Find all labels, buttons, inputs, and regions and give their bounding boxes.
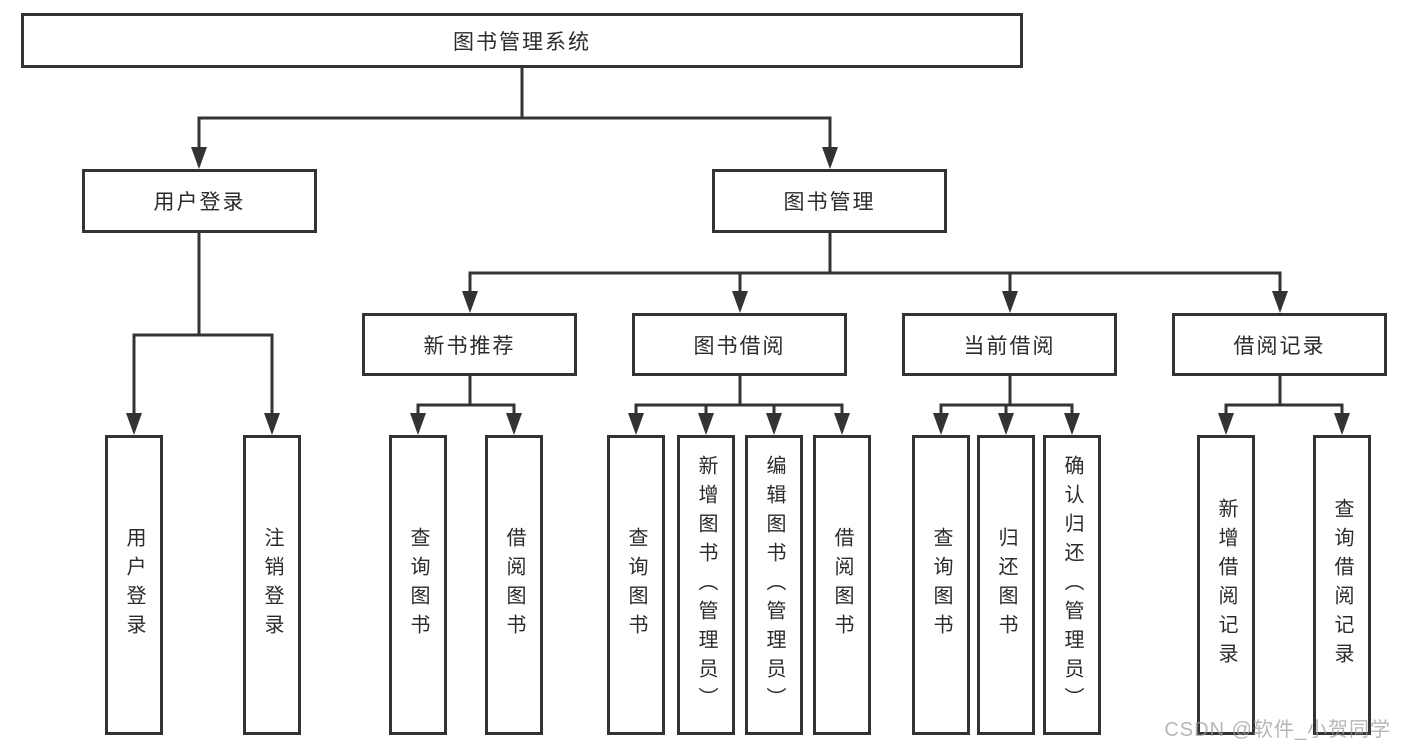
leaf-borrow-books: 借阅图书 bbox=[813, 435, 871, 735]
leaf-edit-books-admin: 编辑图书（管理员） bbox=[745, 435, 803, 735]
node-label: 查询图书 bbox=[625, 527, 647, 643]
node-label: 借阅图书 bbox=[831, 527, 853, 643]
node-label: 图书借阅 bbox=[693, 334, 786, 358]
node-user-login: 用户登录 bbox=[82, 169, 317, 233]
node-book-borrow: 图书借阅 bbox=[632, 313, 847, 376]
leaf-query-books-borrow: 查询图书 bbox=[607, 435, 665, 735]
leaf-logout: 注销登录 bbox=[243, 435, 301, 735]
leaf-add-borrow-record: 新增借阅记录 bbox=[1197, 435, 1255, 735]
node-label: 查询借阅记录 bbox=[1331, 498, 1353, 672]
leaf-borrow-books-recommend: 借阅图书 bbox=[485, 435, 543, 735]
leaf-confirm-return-admin: 确认归还（管理员） bbox=[1043, 435, 1101, 735]
node-label: 借阅记录 bbox=[1233, 334, 1326, 358]
node-label: 注销登录 bbox=[261, 527, 283, 643]
leaf-query-books-recommend: 查询图书 bbox=[389, 435, 447, 735]
node-label: 用户登录 bbox=[123, 527, 145, 643]
node-label: 新书推荐 bbox=[423, 334, 516, 358]
leaf-return-books: 归还图书 bbox=[977, 435, 1035, 735]
node-current-borrow: 当前借阅 bbox=[902, 313, 1117, 376]
node-label: 归还图书 bbox=[995, 527, 1017, 643]
arrowheads bbox=[126, 147, 1350, 435]
node-label: 当前借阅 bbox=[963, 334, 1056, 358]
leaf-add-books-admin: 新增图书（管理员） bbox=[677, 435, 735, 735]
node-label: 查询图书 bbox=[407, 527, 429, 643]
node-label: 图书管理系统 bbox=[453, 30, 591, 54]
leaf-query-borrow-record: 查询借阅记录 bbox=[1313, 435, 1371, 735]
node-label: 新增图书（管理员） bbox=[695, 454, 717, 716]
node-label: 查询图书 bbox=[930, 527, 952, 643]
leaf-user-login: 用户登录 bbox=[105, 435, 163, 735]
node-label: 编辑图书（管理员） bbox=[763, 454, 785, 716]
leaf-query-books-current: 查询图书 bbox=[912, 435, 970, 735]
node-root-system: 图书管理系统 bbox=[21, 13, 1023, 68]
node-label: 新增借阅记录 bbox=[1215, 498, 1237, 672]
node-label: 图书管理 bbox=[783, 191, 876, 214]
node-label: 用户登录 bbox=[153, 191, 246, 214]
node-book-management: 图书管理 bbox=[712, 169, 947, 233]
node-borrow-records: 借阅记录 bbox=[1172, 313, 1387, 376]
node-new-book-recommend: 新书推荐 bbox=[362, 313, 577, 376]
node-label: 借阅图书 bbox=[503, 527, 525, 643]
node-label: 确认归还（管理员） bbox=[1061, 454, 1083, 716]
